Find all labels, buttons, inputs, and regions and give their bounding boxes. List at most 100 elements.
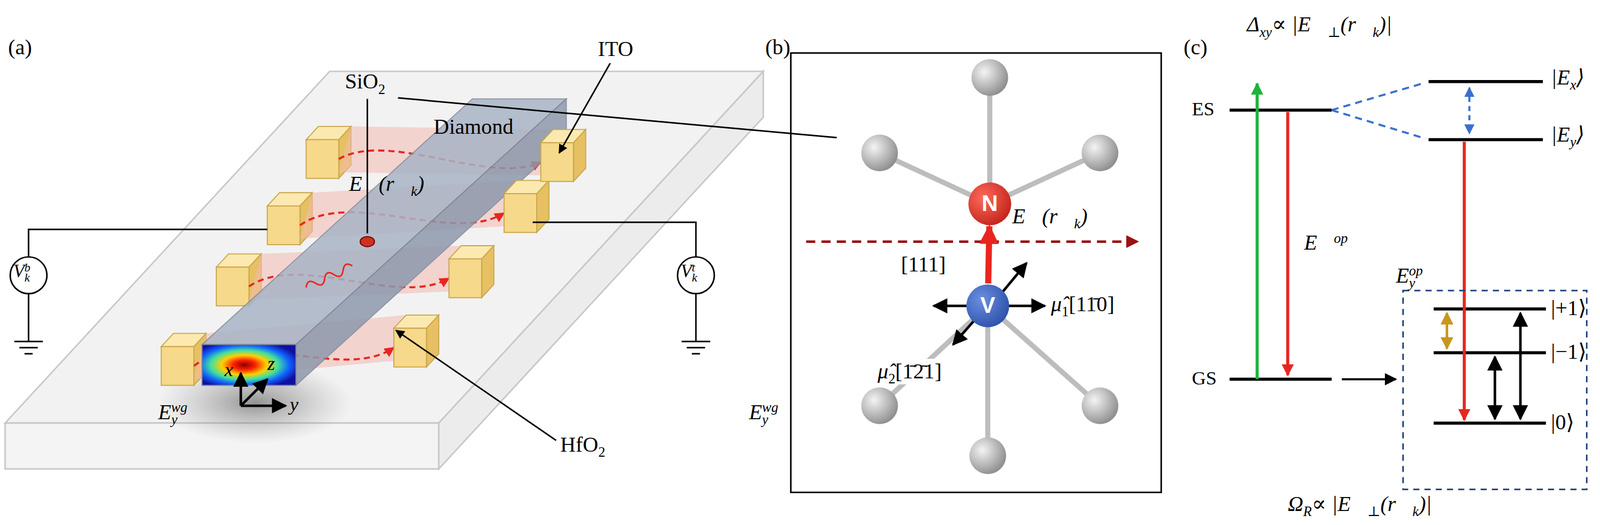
label: ⟩: [1576, 122, 1585, 148]
subscript: k: [410, 183, 417, 199]
subscript: ⊥: [1367, 503, 1381, 519]
superscript: t: [691, 261, 696, 275]
subscript: 2: [378, 81, 385, 97]
illustration-shape: [686, 347, 706, 350]
label: Diamond: [433, 114, 514, 139]
illustration-shape: [366, 99, 369, 234]
illustration-shape: [987, 305, 1100, 407]
label-group: ΩR∝ |E⃗⊥(r⃗k)|: [1287, 491, 1432, 518]
illustration-shape: [1493, 357, 1497, 420]
illustration-shape: [239, 373, 243, 407]
label-group: SiO2: [345, 69, 386, 96]
illustration-shape: [396, 330, 557, 441]
illustration-shape: [28, 229, 268, 258]
label-group: ES: [1191, 98, 1215, 122]
illustration-shape: [19, 347, 39, 350]
atom-label: N: [981, 191, 998, 218]
label: E⃗(r⃗: [349, 171, 412, 197]
illustration-shape: [971, 59, 1009, 97]
illustration-shape: [1229, 81, 1547, 424]
illustration-shape: [1081, 134, 1119, 172]
subscript: R: [1303, 503, 1312, 519]
illustration-shape: [1433, 421, 1546, 425]
illustration-shape: [559, 63, 611, 153]
label-group: Diamond: [433, 114, 514, 141]
label: |E: [1551, 122, 1571, 148]
label: (c): [1183, 34, 1208, 60]
illustration-shape: [1081, 387, 1119, 425]
superscript: op: [1408, 262, 1423, 278]
illustration-shape: [1331, 110, 1426, 139]
label: SiO: [345, 69, 379, 95]
illustration-shape: [861, 387, 899, 425]
label: E: [157, 400, 171, 425]
illustration-shape: [1433, 307, 1546, 311]
label-group: Δxy∝ |E⃗⊥(r⃗k)|: [1247, 12, 1393, 39]
atom-circle: N: [968, 182, 1012, 226]
illustration-shape: [969, 437, 1007, 475]
illustration-shape: [532, 222, 696, 258]
illustration-shape: [161, 346, 194, 386]
label-group: HfO2: [560, 432, 606, 459]
label: |0⟩: [1551, 410, 1575, 435]
subscript: k: [1412, 503, 1419, 519]
label: |E: [1551, 65, 1571, 91]
illustration-shape: [1428, 138, 1543, 142]
illustration-shape: [504, 193, 537, 233]
illustration-shape: [1229, 108, 1332, 112]
label-group: y: [289, 393, 299, 418]
illustration-shape: [861, 59, 1119, 475]
label-group: μ̂1[11̄0]: [1050, 291, 1115, 318]
illustration-shape: [536, 180, 550, 233]
illustration-shape: [202, 345, 297, 386]
dipole-arrow: [988, 226, 990, 284]
illustration-shape: [304, 262, 355, 292]
label-group: ITO: [597, 36, 634, 63]
illustration-shape: [1255, 83, 1259, 380]
subscript: ⊥: [1327, 24, 1341, 40]
label: E: [749, 400, 762, 425]
label: ∝ |E⃗: [1312, 491, 1368, 517]
illustration-shape: [393, 129, 586, 367]
label: z: [267, 352, 275, 375]
label: V: [680, 261, 692, 282]
label: E⃗(r⃗: [1012, 203, 1075, 229]
label: Δ: [1247, 12, 1260, 37]
illustration-shape: [5, 71, 764, 424]
subscript: 1: [1061, 303, 1069, 319]
label: y: [289, 393, 299, 416]
label-group: E⃗(r⃗k): [349, 171, 425, 198]
label: ES: [1191, 98, 1215, 120]
label-group: z: [267, 352, 275, 377]
illustration-shape: [677, 257, 715, 295]
label-group: Eyop: [1396, 263, 1423, 290]
label: (r⃗: [1380, 491, 1413, 517]
subscript: 2: [888, 371, 896, 387]
superscript: wg: [761, 399, 779, 415]
illustration-shape: [806, 240, 1138, 244]
illustration-shape: [295, 99, 567, 386]
label: )|: [1378, 12, 1392, 37]
label-group: |−1⟩: [1551, 340, 1587, 366]
superscript: wg: [171, 399, 188, 415]
illustration-shape: [448, 259, 482, 299]
illustration-shape: [202, 99, 567, 346]
label: E⃗: [1304, 230, 1334, 256]
illustration-shape: [240, 379, 268, 407]
label: V: [13, 261, 25, 282]
illustration-shape: [933, 304, 970, 308]
label-group: E⃗op: [1304, 230, 1348, 257]
label-group: Eywg: [749, 400, 779, 426]
illustration-shape: [573, 129, 586, 182]
label: |+1⟩: [1551, 295, 1587, 321]
label-group: Eywg: [157, 400, 188, 426]
illustration-shape: [1433, 351, 1546, 355]
subscript: y: [1569, 134, 1576, 150]
illustration-shape: [695, 294, 697, 343]
illustration-shape: [360, 236, 375, 248]
illustration-shape: [1428, 80, 1543, 83]
illustration-shape: [481, 245, 495, 299]
label-group: |0⟩: [1551, 410, 1575, 436]
